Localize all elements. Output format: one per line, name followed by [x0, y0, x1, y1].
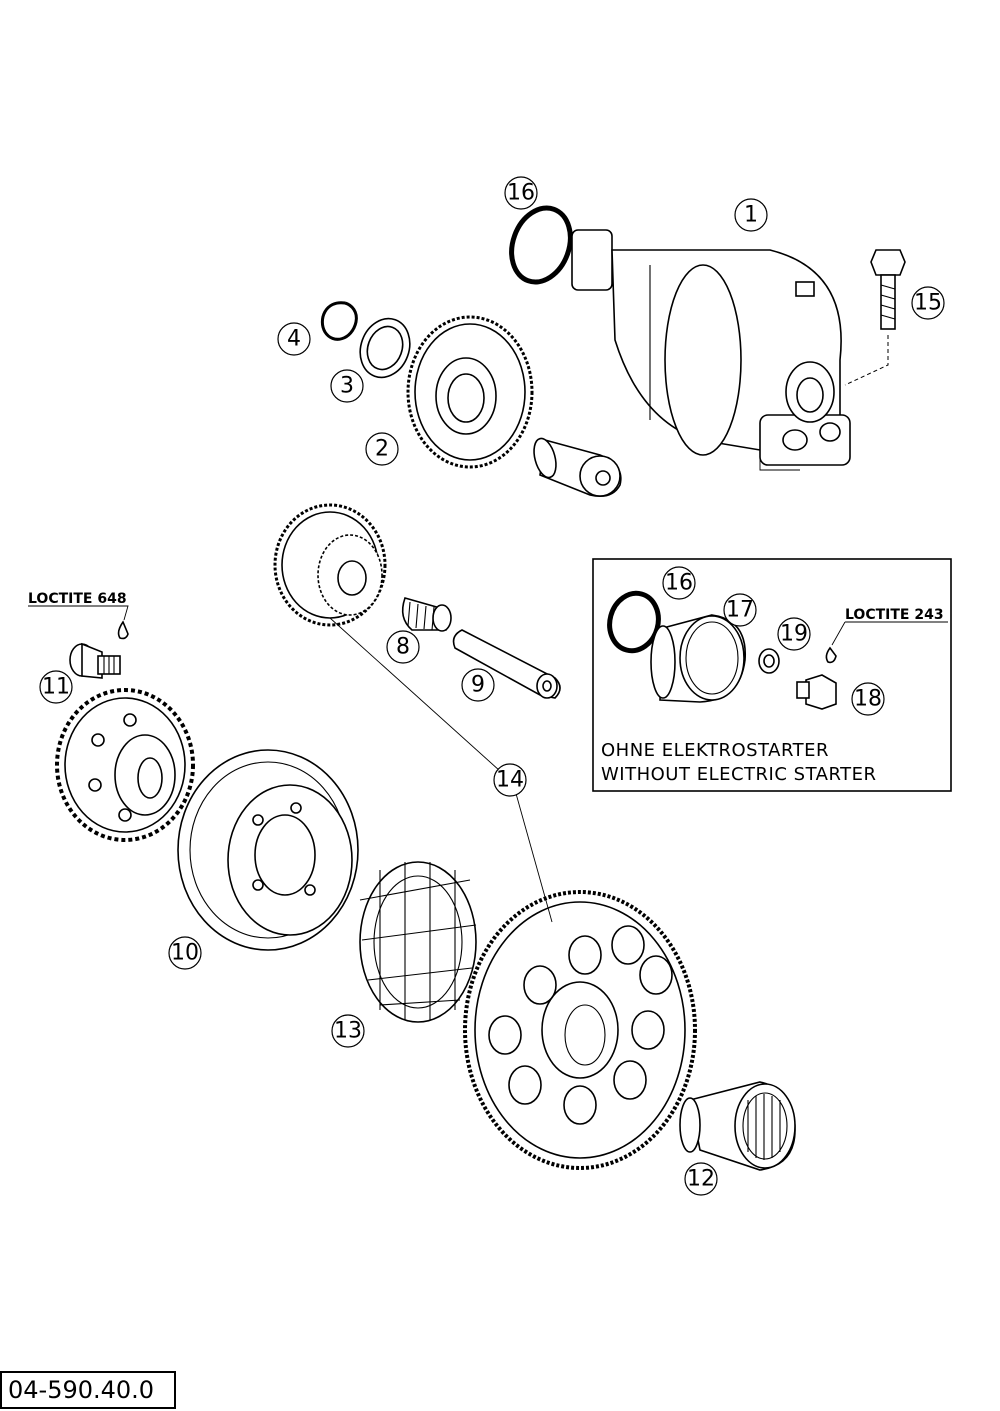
needle-bearing-8 [401, 597, 452, 632]
o-ring-16-inset [607, 590, 661, 654]
gear-2 [406, 315, 534, 469]
drawing-number: 04-590.40.0 [0, 1371, 176, 1409]
freewheel-housing-10 [177, 749, 359, 951]
starter-gear-14-lower [463, 890, 697, 1170]
svg-text:17: 17 [726, 598, 754, 623]
svg-text:15: 15 [914, 291, 942, 316]
svg-text:1: 1 [744, 203, 758, 228]
screw-18 [796, 674, 837, 710]
callout-14: 14 [493, 763, 527, 797]
svg-text:18: 18 [854, 687, 882, 712]
callout-16-inset: 16 [662, 566, 696, 600]
callout-9: 9 [461, 668, 495, 702]
loctite-drop-right [825, 646, 837, 664]
svg-text:4: 4 [287, 327, 301, 352]
loctite-drop-left [117, 620, 129, 640]
svg-text:9: 9 [471, 673, 485, 698]
callout-4: 4 [277, 322, 311, 356]
callout-18: 18 [851, 682, 885, 716]
svg-text:10: 10 [171, 941, 199, 966]
washer-3 [359, 317, 411, 379]
pin-9 [452, 629, 561, 699]
o-ring-16 [509, 205, 573, 285]
loctite-243-label: LOCTITE 243 [845, 607, 944, 623]
callout-2: 2 [365, 432, 399, 466]
sleeve-17 [650, 614, 746, 703]
loctite-648-label: LOCTITE 648 [28, 591, 127, 607]
starter-motor-1 [571, 229, 851, 471]
svg-text:16: 16 [507, 181, 535, 206]
sleeve [533, 437, 622, 498]
primary-gear [55, 688, 195, 842]
callout-3: 3 [330, 369, 364, 403]
svg-text:2: 2 [375, 437, 389, 462]
needle-bearing-12 [679, 1081, 796, 1171]
svg-text:3: 3 [340, 374, 354, 399]
svg-text:8: 8 [396, 635, 410, 660]
svg-text:13: 13 [334, 1019, 362, 1044]
callout-1: 1 [734, 198, 768, 232]
washer-19 [758, 648, 780, 674]
freewheel-13 [359, 861, 477, 1023]
callout-8: 8 [386, 630, 420, 664]
callout-17: 17 [723, 593, 757, 627]
callout-15: 15 [911, 286, 945, 320]
callout-12: 12 [684, 1162, 718, 1196]
screw-11 [69, 642, 121, 679]
svg-text:16: 16 [665, 571, 693, 596]
svg-text:19: 19 [780, 622, 808, 647]
callout-13: 13 [331, 1014, 365, 1048]
inset-text-en: WITHOUT ELECTRIC STARTER [601, 764, 877, 785]
double-gear-14-upper [273, 503, 387, 627]
svg-text:11: 11 [42, 675, 70, 700]
circlip-4 [320, 301, 358, 341]
callout-16: 16 [504, 176, 538, 210]
svg-text:12: 12 [687, 1167, 715, 1192]
screw-15 [870, 249, 906, 330]
callout-19: 19 [777, 617, 811, 651]
svg-text:14: 14 [496, 768, 524, 793]
callout-11: 11 [39, 670, 73, 704]
callout-10: 10 [168, 936, 202, 970]
inset-text-de: OHNE ELEKTROSTARTER [601, 740, 829, 761]
